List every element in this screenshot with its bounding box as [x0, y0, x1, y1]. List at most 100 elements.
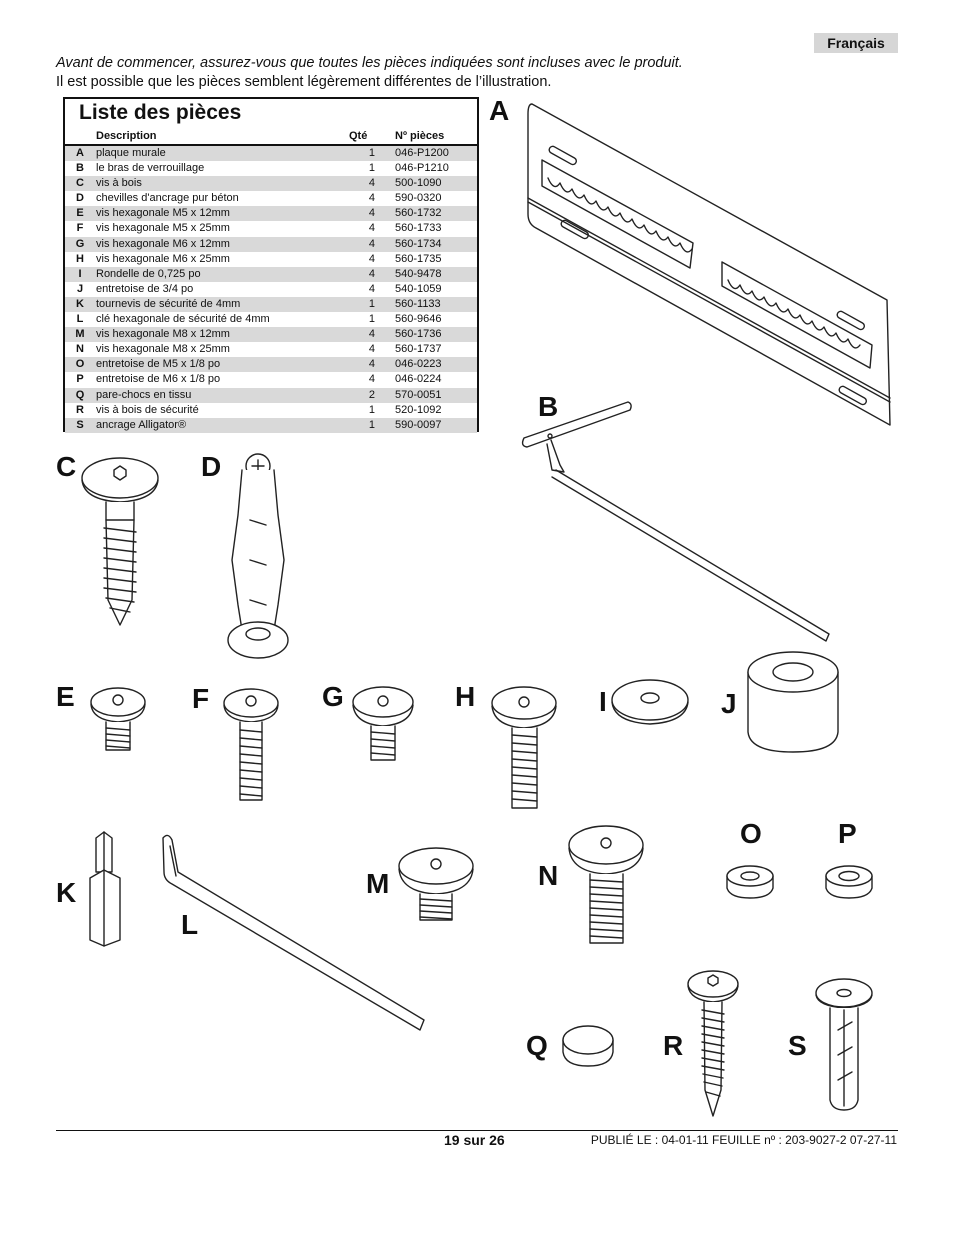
row-qty: 1 [368, 418, 375, 431]
row-description: vis hexagonale M8 x 25mm [96, 343, 230, 356]
row-description: vis à bois de sécurité [96, 403, 199, 416]
row-part-number: 046-0223 [395, 358, 442, 371]
row-qty: 4 [368, 207, 375, 220]
label-n: N [538, 860, 559, 891]
row-part-number: 560-1734 [395, 237, 442, 250]
row-qty: 4 [368, 267, 375, 280]
security-bit-illustration [89, 831, 121, 947]
row-part-number: 046-P1210 [395, 162, 449, 175]
hex-key-illustration [162, 834, 425, 1031]
row-qty: 4 [368, 358, 375, 371]
row-description: tournevis de sécurité de 4mm [96, 297, 241, 310]
hex-screw-g-illustration [352, 686, 414, 761]
spacer-p-illustration [825, 865, 873, 899]
row-letter: S [76, 418, 84, 431]
row-description: vis hexagonale M6 x 25mm [96, 252, 230, 265]
locking-arm-illustration [521, 401, 830, 642]
label-o: O [740, 818, 762, 849]
label-f: F [192, 683, 210, 714]
row-qty: 1 [368, 162, 375, 175]
row-description: ancrage Alligator® [96, 418, 187, 431]
row-letter: Q [75, 388, 85, 401]
row-letter: L [76, 313, 84, 326]
row-part-number: 560-1735 [395, 252, 442, 265]
row-letter: O [75, 358, 85, 371]
row-description: vis hexagonale M8 x 12mm [96, 328, 230, 341]
label-h: H [455, 681, 476, 712]
row-letter: A [76, 147, 84, 159]
label-a: A [489, 95, 510, 126]
label-i: I [599, 686, 607, 717]
intro-line-2: Il est possible que les pièces semblent … [56, 74, 552, 90]
row-description: vis hexagonale M6 x 12mm [96, 237, 230, 250]
row-description: entretoise de M5 x 1/8 po [96, 358, 221, 371]
label-d: D [201, 451, 222, 482]
fabric-bumper-illustration [562, 1025, 614, 1067]
row-part-number: 570-0051 [395, 388, 442, 401]
row-qty: 4 [368, 282, 375, 295]
row-description: chevilles d'ancrage pur béton [96, 192, 239, 205]
row-letter: J [76, 282, 84, 295]
label-g: G [322, 681, 344, 712]
hex-screw-n-illustration [568, 825, 644, 944]
row-part-number: 560-1732 [395, 207, 442, 220]
row-qty: 4 [368, 328, 375, 341]
page-number: 19 sur 26 [444, 1132, 505, 1148]
publication-info: PUBLIÉ LE : 04-01-11 FEUILLE nº : 203-90… [590, 1133, 897, 1147]
row-letter: N [76, 343, 84, 356]
intro-line-1: Avant de commencer, assurez-vous que tou… [56, 55, 683, 71]
label-p: P [838, 818, 857, 849]
row-letter: M [75, 328, 85, 341]
wall-plate-illustration [527, 103, 891, 426]
row-qty: 1 [368, 313, 375, 326]
row-letter: G [75, 237, 85, 250]
label-j: J [721, 688, 737, 719]
row-qty: 4 [368, 177, 375, 190]
row-description: vis hexagonale M5 x 12mm [96, 207, 230, 220]
row-part-number: 590-0097 [395, 418, 442, 431]
row-qty: 4 [368, 252, 375, 265]
row-description: pare-chocs en tissu [96, 388, 192, 401]
parts-list-title: Liste des pièces [79, 101, 242, 124]
label-l: L [181, 909, 199, 940]
row-letter: C [76, 177, 84, 190]
hex-screw-e-illustration [90, 687, 146, 751]
row-letter: B [76, 162, 84, 175]
row-part-number: 560-9646 [395, 313, 442, 326]
row-qty: 4 [368, 373, 375, 386]
row-part-number: 590-0320 [395, 192, 442, 205]
row-qty: 1 [368, 147, 375, 159]
hex-screw-h-illustration [491, 686, 557, 809]
row-letter: R [76, 403, 84, 416]
parts-list-table: Liste des pièces Description Qté Nº pièc… [63, 97, 479, 433]
spacer-o-illustration [726, 865, 774, 899]
row-description: vis à bois [96, 177, 142, 190]
label-s: S [788, 1030, 807, 1061]
row-description: Rondelle de 0,725 po [96, 267, 201, 280]
header-part-number: Nº pièces [395, 130, 445, 142]
label-q: Q [526, 1030, 548, 1061]
row-description: vis hexagonale M5 x 25mm [96, 222, 230, 235]
intro-text: Avant de commencer, assurez-vous que tou… [56, 54, 683, 92]
row-description: le bras de verrouillage [96, 162, 205, 175]
row-part-number: 046-P1200 [395, 147, 449, 159]
label-b: B [538, 391, 559, 422]
row-letter: I [78, 267, 82, 280]
washer-illustration [611, 679, 689, 725]
row-description: clé hexagonale de sécurité de 4mm [96, 313, 270, 326]
label-m: M [366, 868, 390, 899]
